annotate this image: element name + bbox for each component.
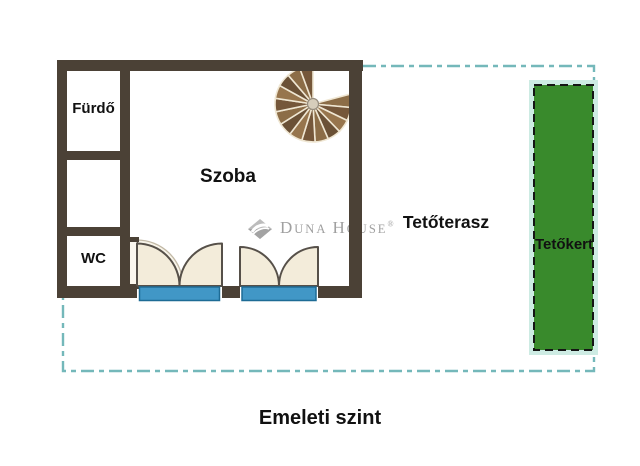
watermark-letter: D bbox=[280, 218, 295, 237]
wall-partition-wc bbox=[67, 227, 120, 236]
floor-caption: Emeleti szint bbox=[258, 407, 382, 429]
label-room: Szoba bbox=[200, 166, 256, 187]
walls bbox=[57, 60, 363, 298]
door-sill-left bbox=[138, 286, 221, 302]
registered-mark: ® bbox=[387, 219, 394, 229]
duna-house-diamond-icon bbox=[248, 218, 272, 239]
wall-partition-vertical bbox=[120, 65, 130, 286]
wall-bottom-left bbox=[57, 286, 137, 298]
terrace-dashed-boundary bbox=[61, 64, 596, 373]
staircase-center-post bbox=[306, 97, 320, 111]
watermark-letters: UNA bbox=[294, 222, 328, 236]
wall-right bbox=[349, 60, 362, 298]
wall-left bbox=[57, 60, 67, 298]
label-roof-terrace: Tetőterasz bbox=[402, 212, 490, 232]
roof-garden-rect bbox=[529, 80, 598, 355]
wall-bottom-right bbox=[318, 286, 362, 298]
label-wc: WC bbox=[81, 250, 106, 267]
wall-bottom-middle bbox=[222, 286, 240, 298]
door-sill-right bbox=[241, 286, 317, 302]
door-hinge-top bbox=[127, 237, 139, 242]
wall-top bbox=[57, 60, 363, 71]
watermark-letter: H bbox=[332, 218, 347, 237]
french-door-left bbox=[136, 242, 223, 287]
roof-garden-green-area bbox=[533, 84, 594, 351]
label-roof-garden: Tetőkert bbox=[534, 236, 594, 253]
roof-garden-halo bbox=[529, 80, 598, 355]
label-bathroom: Fürdő bbox=[72, 100, 115, 117]
wall-partition-bathroom bbox=[67, 151, 120, 160]
french-door-right bbox=[239, 246, 319, 287]
